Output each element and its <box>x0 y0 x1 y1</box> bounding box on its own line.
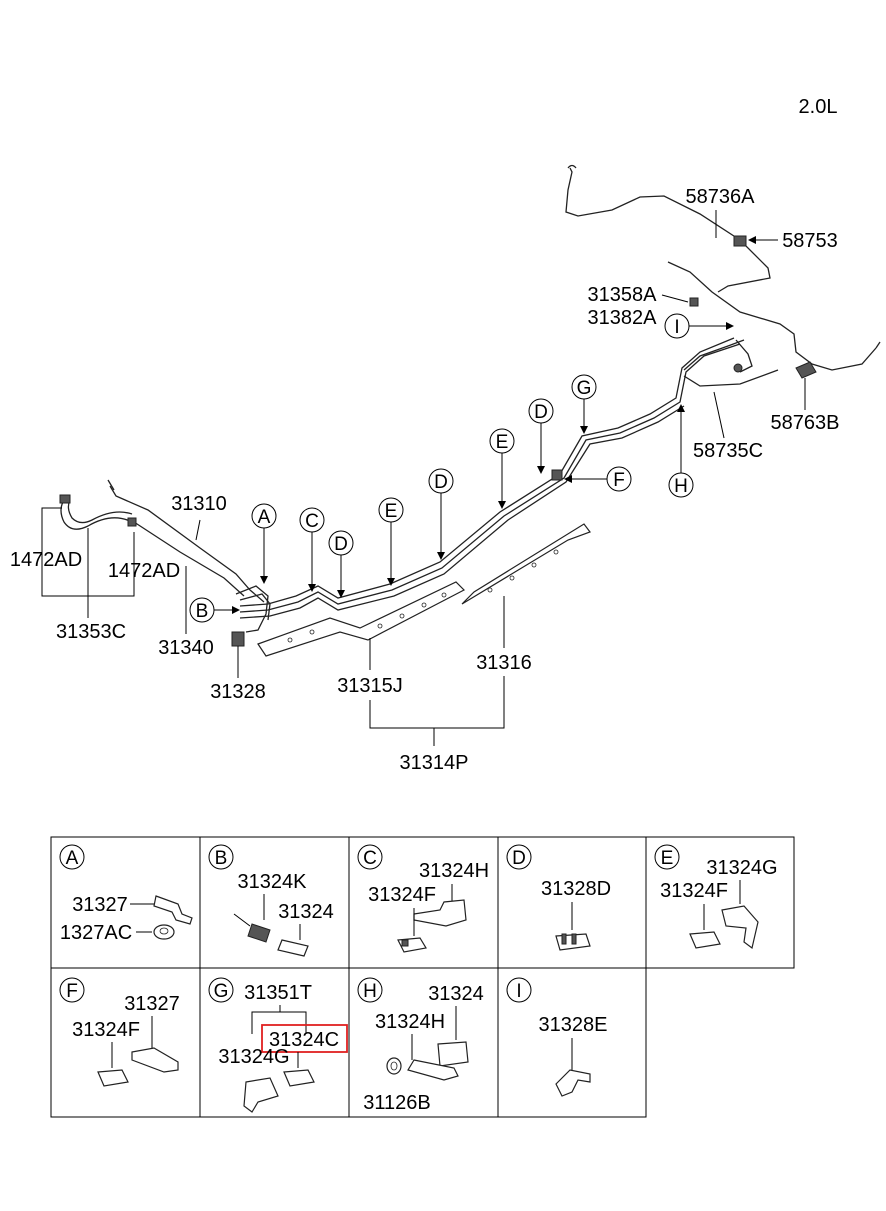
label-58763B: 58763B <box>771 412 840 434</box>
callout-E2: E <box>489 428 515 509</box>
label-31315J: 31315J <box>337 675 403 697</box>
label-1472AD-right: 1472AD <box>108 560 180 582</box>
part-31351T: 31351T <box>244 982 312 1004</box>
callout-H: H <box>668 404 694 498</box>
part-31324: 31324 <box>278 901 334 923</box>
svg-text:E: E <box>661 848 674 869</box>
callout-B: B <box>189 597 240 623</box>
label-31310: 31310 <box>171 493 227 515</box>
label-31358A: 31358A <box>588 284 658 306</box>
callout-G: G <box>571 374 597 434</box>
callout-F: F <box>564 466 632 492</box>
svg-text:A: A <box>258 507 271 528</box>
callout-A: A <box>251 503 277 584</box>
part-31324G-G: 31324G <box>218 1046 289 1068</box>
label-1472AD-left: 1472AD <box>10 549 82 571</box>
main-part-labels: 58736A 58753 31358A 31382A 58763B 58735C… <box>10 186 840 774</box>
highlight-box <box>261 1024 348 1053</box>
floor-bracket-31315J <box>257 581 466 657</box>
svg-text:E: E <box>496 432 509 453</box>
callout-E1: E <box>378 497 404 586</box>
label-58736A: 58736A <box>686 186 756 208</box>
svg-text:H: H <box>674 476 688 497</box>
part-31126B: 31126B <box>363 1092 430 1114</box>
label-31328: 31328 <box>210 681 266 703</box>
svg-text:D: D <box>434 472 448 493</box>
part-31324F-E: 31324F <box>660 880 728 902</box>
label-58753: 58753 <box>782 230 838 252</box>
part-31324H-H: 31324H <box>375 1011 445 1033</box>
legend-cell-F: F 31327 31324F <box>59 977 180 1087</box>
legend-cell-B: B 31324K 31324 <box>208 844 334 957</box>
callout-D1: D <box>328 530 354 598</box>
legend-cell-G: G 31351T 31324C 31324G <box>208 977 348 1113</box>
part-31324K: 31324K <box>238 871 308 893</box>
svg-text:D: D <box>512 848 526 869</box>
svg-text:C: C <box>363 848 377 869</box>
legend-cell-C: C 31324H 31324F <box>357 844 489 953</box>
svg-text:I: I <box>516 981 521 1002</box>
legend-cell-I: I 31328E <box>506 977 608 1097</box>
part-31324H: 31324H <box>419 860 489 882</box>
legend-grid <box>50 836 795 1118</box>
svg-text:I: I <box>674 317 679 338</box>
part-31327-F: 31327 <box>124 993 180 1015</box>
svg-text:E: E <box>385 501 398 522</box>
svg-text:A: A <box>66 848 79 869</box>
label-31314P: 31314P <box>400 752 469 774</box>
svg-text:G: G <box>214 981 229 1002</box>
part-1327AC: 1327AC <box>60 922 132 944</box>
label-31353C: 31353C <box>56 621 126 643</box>
engine-size-label: 2.0L <box>799 96 838 118</box>
svg-text:H: H <box>363 981 377 1002</box>
svg-text:D: D <box>334 534 348 555</box>
part-31324G: 31324G <box>706 857 777 879</box>
callout-I: I <box>664 313 734 339</box>
legend-cell-H: H 31324 31324H 31126B <box>357 977 484 1114</box>
part-31328D: 31328D <box>541 878 611 900</box>
floor-bracket-31316 <box>461 523 591 605</box>
part-31327: 31327 <box>72 894 128 916</box>
svg-text:G: G <box>577 378 592 399</box>
fuel-pipe-assembly <box>59 164 881 647</box>
callout-C: C <box>299 507 325 592</box>
callouts: A B C D E D E <box>189 313 734 623</box>
svg-text:D: D <box>534 402 548 423</box>
svg-text:F: F <box>66 981 78 1002</box>
part-31328E: 31328E <box>539 1014 608 1036</box>
svg-text:F: F <box>613 470 625 491</box>
label-31382A: 31382A <box>588 307 658 329</box>
part-31324F-F: 31324F <box>72 1019 140 1041</box>
part-31324F: 31324F <box>368 884 436 906</box>
legend-cell-A: A 31327 1327AC <box>59 844 193 944</box>
label-58735C: 58735C <box>693 440 763 462</box>
svg-text:B: B <box>215 848 228 869</box>
legend-cell-D: D 31328D <box>506 844 611 951</box>
callout-D3: D <box>528 398 554 474</box>
svg-text:B: B <box>196 601 209 622</box>
callout-D2: D <box>428 468 454 560</box>
legend-cell-E: E 31324G 31324F <box>654 844 778 950</box>
part-31324-H: 31324 <box>428 983 484 1005</box>
label-31316: 31316 <box>476 652 532 674</box>
part-31324C: 31324C <box>269 1029 339 1051</box>
label-31340: 31340 <box>158 637 214 659</box>
svg-text:C: C <box>305 511 319 532</box>
